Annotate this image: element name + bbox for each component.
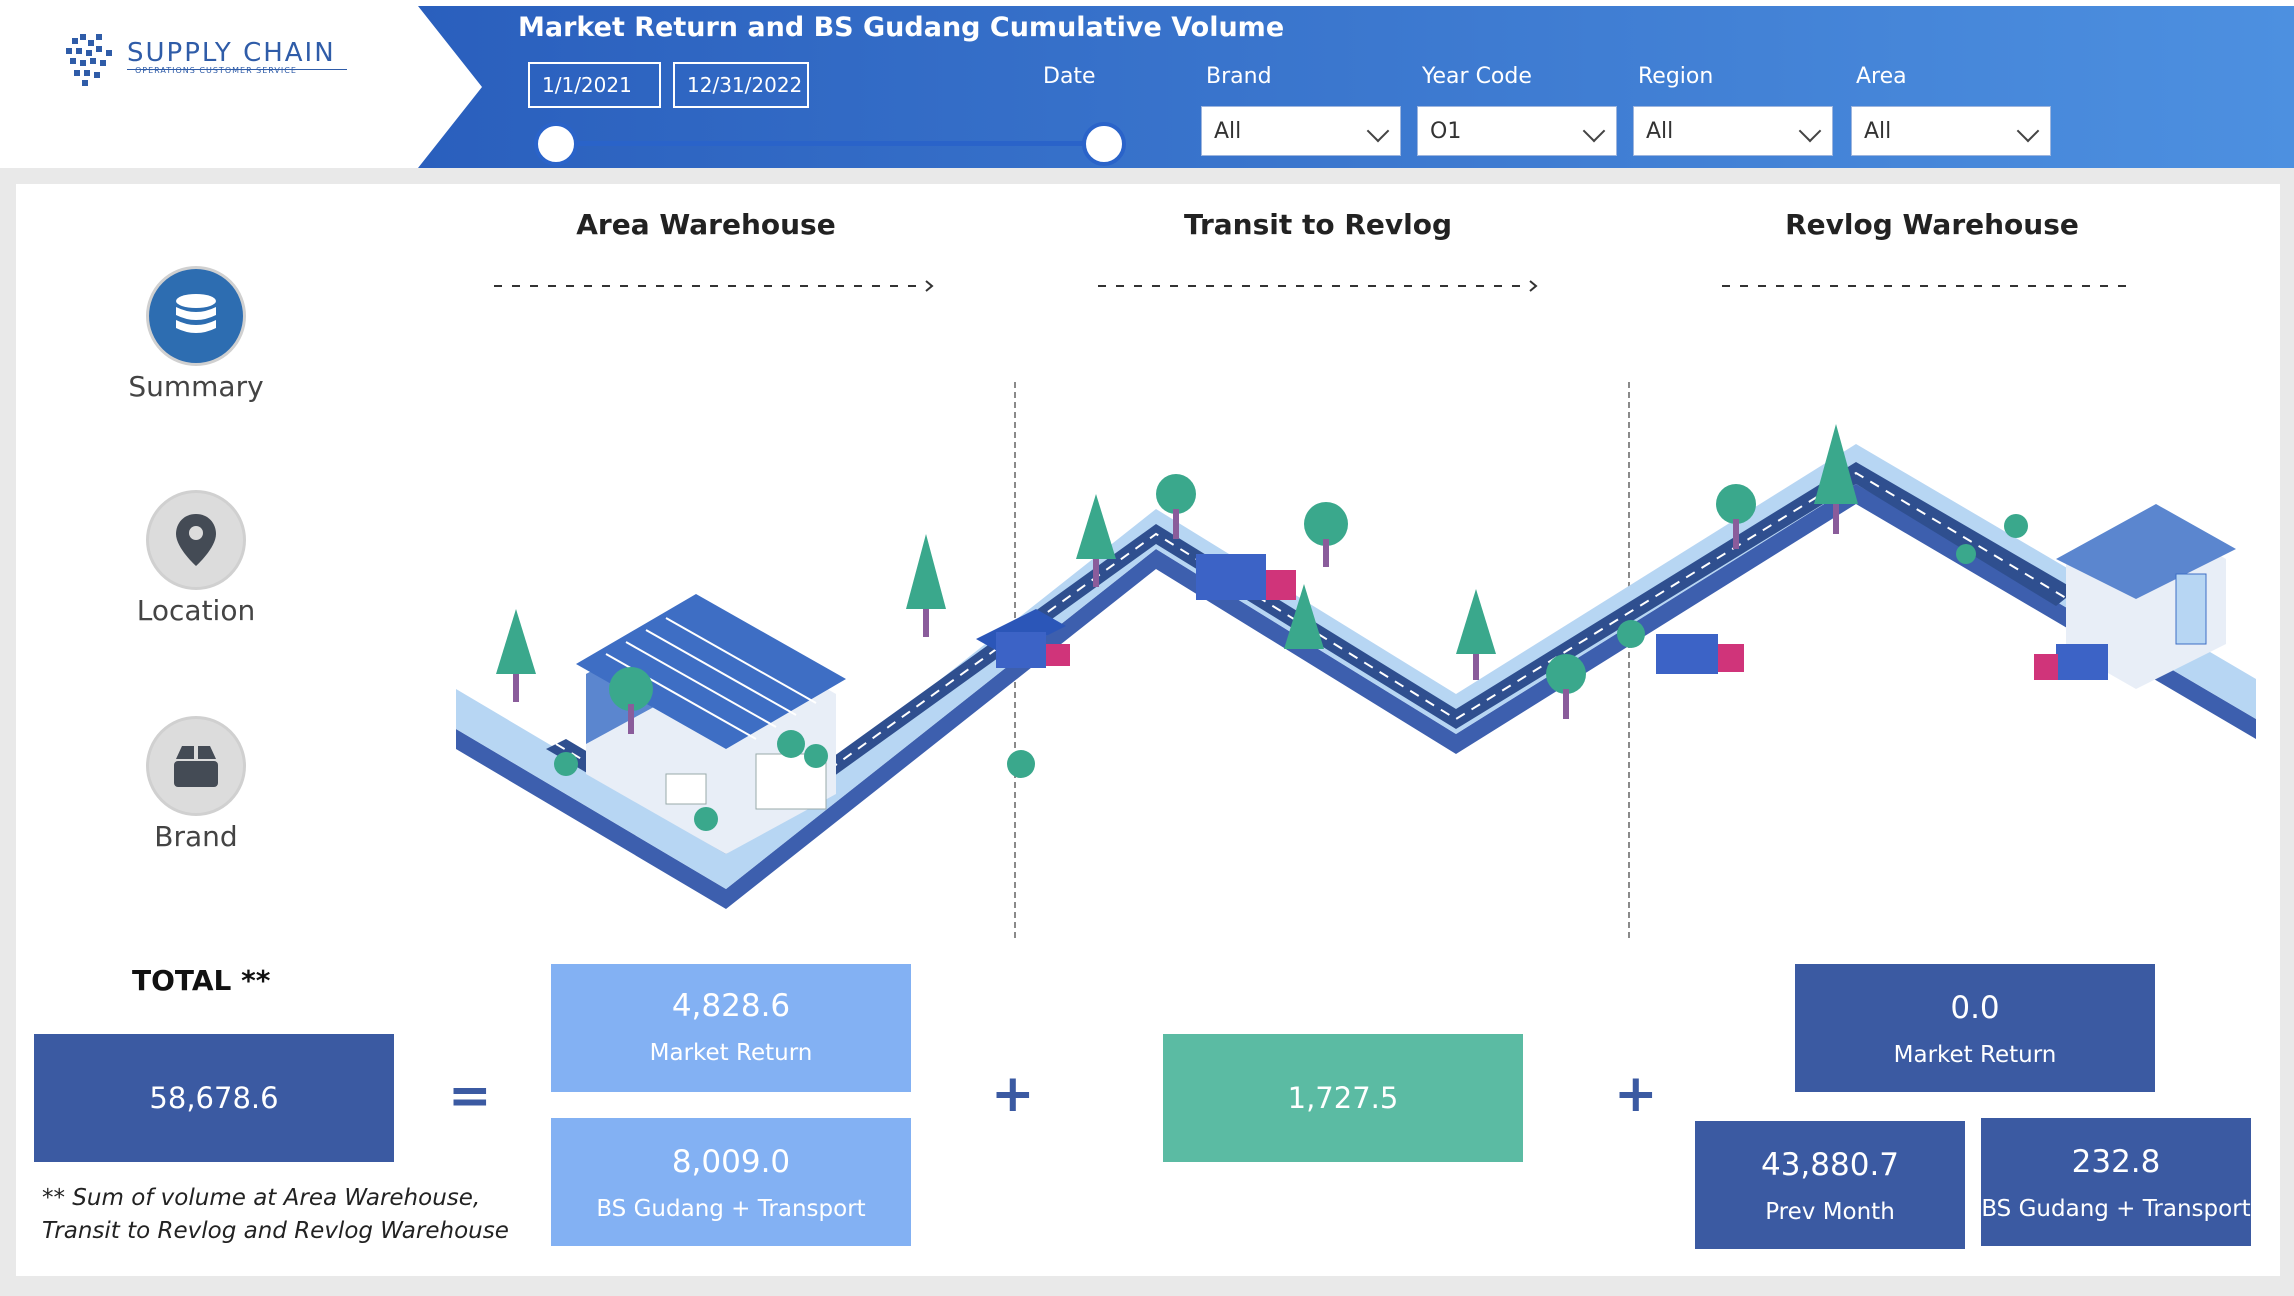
logo-text: SUPPLY CHAIN bbox=[127, 38, 336, 68]
date-slider-end-handle[interactable] bbox=[1082, 122, 1126, 166]
stage-area-warehouse: Area Warehouse bbox=[576, 208, 836, 241]
box-icon bbox=[146, 716, 246, 816]
nav-brand[interactable]: Brand bbox=[116, 716, 276, 853]
area-warehouse-market-return-value: 4,828.6 bbox=[671, 988, 791, 1024]
date-end-input[interactable]: 12/31/2022 bbox=[673, 62, 809, 108]
area-warehouse-bs-label: BS Gudang + Transport bbox=[596, 1196, 866, 1222]
total-value-card: 58,678.6 bbox=[34, 1034, 394, 1162]
revlog-market-return-value: 0.0 bbox=[1950, 990, 2000, 1026]
chevron-down-icon bbox=[1798, 119, 1822, 143]
total-footnote: ** Sum of volume at Area Warehouse, Tran… bbox=[42, 1182, 509, 1248]
revlog-market-return-card: 0.0 Market Return bbox=[1795, 964, 2155, 1092]
area-warehouse-bs-value: 8,009.0 bbox=[671, 1144, 791, 1180]
revlog-prev-month-value: 43,880.7 bbox=[1760, 1147, 1900, 1183]
logo-subtext: OPERATIONS CUSTOMER SERVICE bbox=[135, 66, 297, 75]
stage-revlog-warehouse: Revlog Warehouse bbox=[1785, 208, 2079, 241]
region-filter-label: Region bbox=[1638, 64, 1714, 89]
revlog-bs-label: BS Gudang + Transport bbox=[1981, 1196, 2251, 1222]
revlog-bs-value: 232.8 bbox=[2071, 1144, 2161, 1180]
report-header: SUPPLY CHAIN OPERATIONS CUSTOMER SERVICE… bbox=[0, 0, 2294, 168]
date-start-input[interactable]: 1/1/2021 bbox=[528, 62, 661, 108]
date-slider-start-handle[interactable] bbox=[534, 122, 578, 166]
nav-brand-label: Brand bbox=[154, 820, 238, 853]
year-code-filter-value: O1 bbox=[1430, 119, 1462, 144]
footnote-line-1: ** Sum of volume at Area Warehouse, bbox=[42, 1185, 481, 1211]
stage-divider bbox=[1628, 382, 1630, 938]
plus-sign: + bbox=[1614, 1064, 1658, 1124]
revlog-prev-month-card: 43,880.7 Prev Month bbox=[1695, 1121, 1965, 1249]
dashboard-panel: Summary Location Brand Area Warehouse Tr… bbox=[16, 184, 2280, 1276]
year-code-filter-label: Year Code bbox=[1422, 64, 1532, 89]
supply-chain-logo-icon bbox=[66, 34, 112, 86]
area-filter-dropdown[interactable]: All bbox=[1851, 106, 2051, 156]
brand-filter-value: All bbox=[1214, 119, 1242, 144]
region-filter-value: All bbox=[1646, 119, 1674, 144]
area-filter-label: Area bbox=[1856, 64, 1907, 89]
dashed-arrow-icon bbox=[1098, 280, 1538, 292]
area-warehouse-market-return-label: Market Return bbox=[649, 1040, 813, 1066]
nav-summary[interactable]: Summary bbox=[116, 266, 276, 403]
date-slider-track[interactable] bbox=[556, 141, 1106, 146]
database-icon bbox=[146, 266, 246, 366]
chevron-down-icon bbox=[1582, 119, 1606, 143]
stage-transit: Transit to Revlog bbox=[1183, 208, 1453, 241]
total-label: TOTAL ** bbox=[132, 964, 271, 997]
chevron-down-icon bbox=[1366, 119, 1390, 143]
logo-divider bbox=[127, 69, 347, 70]
footnote-line-2: Transit to Revlog and Revlog Warehouse bbox=[42, 1218, 509, 1244]
revlog-bs-card: 232.8 BS Gudang + Transport bbox=[1981, 1118, 2251, 1246]
plus-sign: + bbox=[991, 1064, 1035, 1124]
area-filter-value: All bbox=[1864, 119, 1892, 144]
nav-location[interactable]: Location bbox=[116, 490, 276, 627]
report-title: Market Return and BS Gudang Cumulative V… bbox=[518, 12, 1285, 43]
brand-filter-label: Brand bbox=[1206, 64, 1272, 89]
map-pin-icon bbox=[146, 490, 246, 590]
revlog-market-return-label: Market Return bbox=[1893, 1042, 2057, 1068]
supply-route-illustration bbox=[456, 424, 2256, 909]
equals-sign: = bbox=[448, 1066, 492, 1126]
brand-filter-dropdown[interactable]: All bbox=[1201, 106, 1401, 156]
nav-summary-label: Summary bbox=[128, 370, 264, 403]
transit-value-card: 1,727.5 bbox=[1163, 1034, 1523, 1162]
area-warehouse-bs-card: 8,009.0 BS Gudang + Transport bbox=[551, 1118, 911, 1246]
year-code-filter-dropdown[interactable]: O1 bbox=[1417, 106, 1617, 156]
dashed-line bbox=[1722, 285, 2132, 287]
nav-location-label: Location bbox=[136, 594, 256, 627]
area-warehouse-market-return-card: 4,828.6 Market Return bbox=[551, 964, 911, 1092]
date-filter-label: Date bbox=[1043, 64, 1096, 89]
revlog-prev-month-label: Prev Month bbox=[1765, 1199, 1895, 1225]
dashed-arrow-icon bbox=[494, 280, 934, 292]
region-filter-dropdown[interactable]: All bbox=[1633, 106, 1833, 156]
chevron-down-icon bbox=[2016, 119, 2040, 143]
